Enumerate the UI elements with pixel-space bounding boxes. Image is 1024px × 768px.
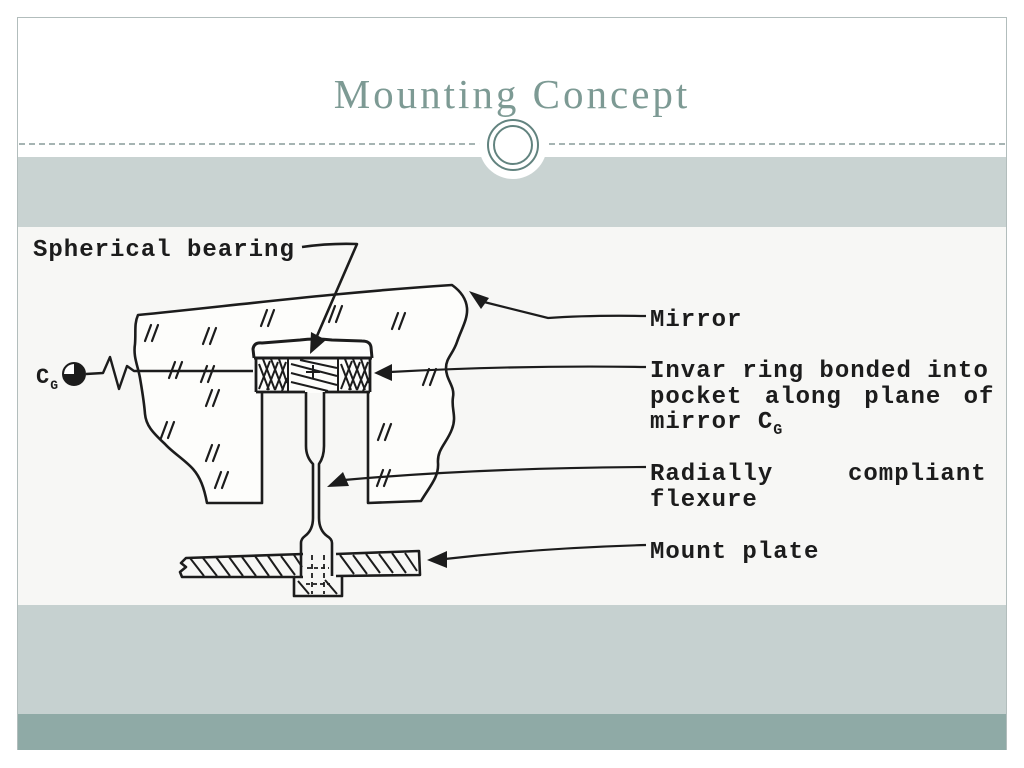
arrowhead-icon bbox=[310, 332, 326, 354]
mount-plate-hatching bbox=[189, 552, 418, 577]
mirror-cross-section bbox=[133, 283, 469, 505]
svg-text:compliant: compliant bbox=[848, 461, 987, 488]
svg-text:pocket along plane of: pocket along plane of bbox=[650, 384, 994, 411]
svg-text:Radially: Radially bbox=[650, 461, 773, 488]
leader-invar-ring bbox=[374, 364, 647, 381]
leader-spherical-bearing bbox=[301, 242, 359, 354]
leader-flexure bbox=[327, 465, 647, 487]
label-radially-compliant-flexure: Radially compliant flexure bbox=[650, 461, 987, 514]
leader-mirror bbox=[469, 291, 647, 320]
invar-ring-hatching bbox=[258, 358, 370, 392]
flexure-stem bbox=[299, 392, 334, 576]
arrowhead-icon bbox=[327, 472, 349, 487]
footer-band-light bbox=[18, 605, 1006, 714]
cg-marker-icon bbox=[62, 362, 86, 386]
svg-text:mirror CG: mirror CG bbox=[650, 409, 783, 439]
label-mirror: Mirror bbox=[650, 307, 742, 334]
bearing-and-invar-ring bbox=[251, 337, 374, 394]
invar-ring-outline bbox=[254, 358, 372, 394]
slide: Mounting Concept bbox=[17, 17, 1007, 750]
arrowhead-icon bbox=[374, 364, 392, 381]
svg-text:flexure: flexure bbox=[650, 487, 758, 514]
retainer-block bbox=[292, 577, 344, 598]
footer-band-dark bbox=[18, 714, 1006, 750]
arrowhead-icon bbox=[469, 291, 489, 309]
arrowhead-icon bbox=[427, 551, 447, 568]
page-title: Mounting Concept bbox=[333, 71, 691, 117]
label-spherical-bearing: Spherical bearing bbox=[33, 237, 295, 264]
hidden-bolt-lines bbox=[306, 555, 330, 594]
leader-mount-plate bbox=[427, 543, 647, 568]
label-mount-plate: Mount plate bbox=[650, 539, 819, 566]
svg-text:Invar ring bonded into: Invar ring bonded into bbox=[650, 358, 989, 385]
divider-circle-ornament-inner-icon bbox=[493, 125, 533, 165]
mount-plate-drawing bbox=[178, 549, 422, 598]
label-invar-ring: Invar ring bonded into pocket along plan… bbox=[650, 358, 994, 439]
label-cg: CG bbox=[36, 365, 59, 393]
cg-axis-line bbox=[85, 355, 256, 391]
